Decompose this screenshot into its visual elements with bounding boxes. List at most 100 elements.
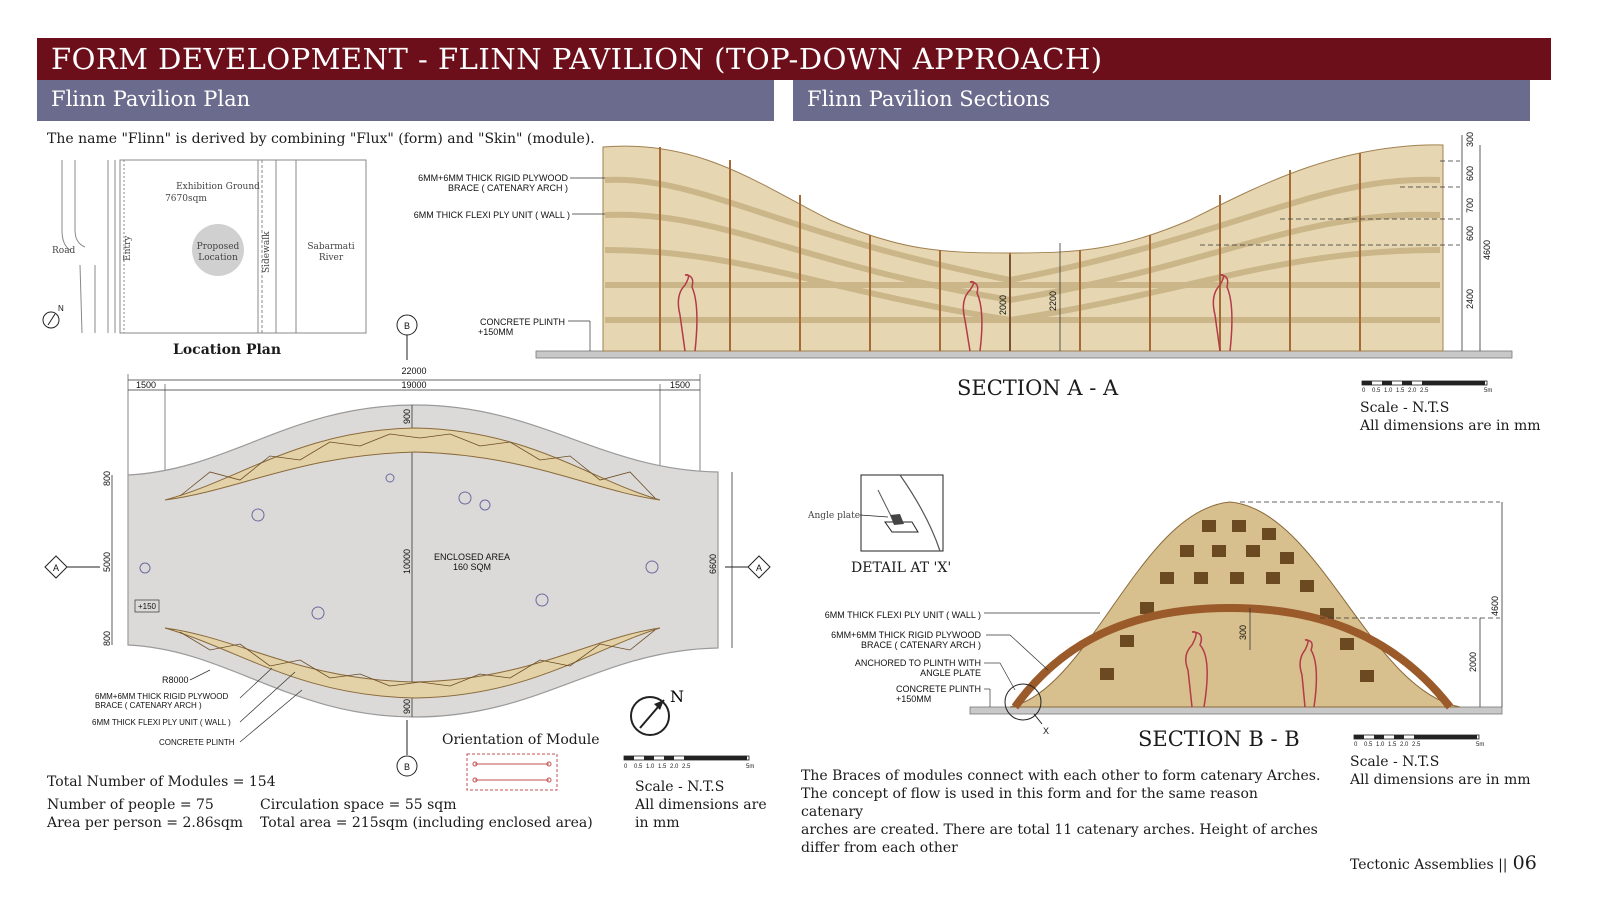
svg-text:0: 0 bbox=[1362, 388, 1366, 394]
plan-wall-label: 6MM THICK FLEXI PLY UNIT ( WALL ) bbox=[92, 718, 231, 727]
svg-text:1.5: 1.5 bbox=[1388, 742, 1397, 748]
section-aa-dimensions-note: All dimensions are in mm bbox=[1360, 418, 1541, 434]
section-bb-drawing: X 300 4600 2000 6MM THICK FLEXI PLY UNIT… bbox=[825, 501, 1503, 736]
section-bb-dim-4600: 4600 bbox=[1490, 596, 1500, 616]
section-aa-dim-2200: 2200 bbox=[1048, 291, 1058, 311]
dim-right: 1500 bbox=[670, 380, 690, 390]
exhibition-area-label: 7670sqm bbox=[165, 194, 207, 204]
plan-scale-note-2: All dimensions are bbox=[635, 797, 767, 813]
dim-10000: 10000 bbox=[402, 549, 412, 574]
svg-text:2.0: 2.0 bbox=[1408, 388, 1417, 394]
location-label: Location bbox=[198, 253, 238, 263]
section-bb-wall-label: 6MM THICK FLEXI PLY UNIT ( WALL ) bbox=[825, 610, 981, 620]
section-aa-brace-label-2: BRACE ( CATENARY ARCH ) bbox=[448, 183, 568, 193]
svg-text:2.0: 2.0 bbox=[1400, 742, 1409, 748]
level-label: +150 bbox=[138, 602, 157, 611]
module-orientation-icon bbox=[466, 753, 558, 791]
detail-x-drawing: Angle plate bbox=[807, 474, 944, 552]
plan-heading: Flinn Pavilion Plan bbox=[51, 87, 251, 111]
section-bb-plinth-level: +150MM bbox=[896, 694, 931, 704]
dim-left: 1500 bbox=[136, 380, 156, 390]
north-arrow-large-icon: N bbox=[630, 687, 684, 736]
stat-modules: Total Number of Modules = 154 bbox=[47, 774, 276, 790]
page-number: 06 bbox=[1512, 852, 1537, 874]
section-bb-scale-note: Scale - N.T.S bbox=[1350, 754, 1440, 770]
section-aa-brace-label-1: 6MM+6MM THICK RIGID PLYWOOD bbox=[418, 173, 568, 183]
page-title-bar: FORM DEVELOPMENT - FLINN PAVILION (TOP-D… bbox=[37, 38, 1551, 80]
orientation-caption: Orientation of Module bbox=[442, 732, 600, 748]
plan-scale-bar: 0 0.5 1.0 1.5 2.0 2.5 5m bbox=[623, 755, 754, 770]
human-figure-icons bbox=[677, 273, 1233, 352]
section-bb-title: SECTION B - B bbox=[1138, 727, 1300, 751]
wall-module-pattern bbox=[1100, 520, 1374, 682]
section-aa-dim-2000: 2000 bbox=[998, 295, 1008, 315]
footer-label: Tectonic Assemblies || bbox=[1350, 857, 1508, 873]
plan-scale-note-3: in mm bbox=[635, 815, 680, 831]
description-line: The Braces of modules connect with each … bbox=[801, 768, 1321, 784]
section-bb-brace-label-2: BRACE ( CATENARY ARCH ) bbox=[861, 640, 981, 650]
proposed-label: Proposed bbox=[197, 242, 240, 252]
section-aa-dim-600b: 600 bbox=[1465, 226, 1475, 241]
section-bb-anchor-label-2: ANGLE PLATE bbox=[920, 668, 981, 678]
location-plan: Exhibition Ground 7670sqm Proposed Locat… bbox=[42, 159, 367, 334]
svg-text:5m: 5m bbox=[1476, 742, 1484, 748]
svg-text:1.5: 1.5 bbox=[658, 764, 667, 770]
section-aa-plinth-label: CONCRETE PLINTH bbox=[480, 317, 565, 327]
dim-900-top: 900 bbox=[402, 409, 412, 424]
section-bb-dim-300: 300 bbox=[1238, 625, 1248, 640]
svg-text:2.5: 2.5 bbox=[1412, 742, 1421, 748]
section-aa-dim-700: 700 bbox=[1465, 198, 1475, 213]
stat-circulation: Circulation space = 55 sqm bbox=[260, 797, 457, 813]
river-label: Sabarmati bbox=[307, 242, 354, 252]
stat-total-area: Total area = 215sqm (including enclosed … bbox=[260, 815, 593, 831]
river-label-2: River bbox=[319, 253, 344, 263]
plan-scale-note: Scale - N.T.S bbox=[635, 779, 725, 795]
visitor-icons bbox=[139, 473, 659, 620]
radius-label: R8000 bbox=[162, 675, 189, 685]
dim-total: 22000 bbox=[401, 366, 426, 376]
detail-x-title: DETAIL AT 'X' bbox=[851, 560, 952, 576]
sections-heading: Flinn Pavilion Sections bbox=[807, 87, 1050, 111]
dim-5000: 5000 bbox=[102, 552, 112, 572]
section-a-marker-left: A bbox=[44, 555, 100, 579]
plan-drawing: 22000 1500 19000 1500 800 5000 800 900 1… bbox=[44, 366, 771, 777]
section-aa-scale-bar: 0 0.5 1.0 1.5 2.0 2.5 5m bbox=[1361, 380, 1492, 394]
human-figure-icons-bb bbox=[1185, 631, 1318, 708]
svg-text:1.0: 1.0 bbox=[1376, 742, 1385, 748]
plan-brace-label-1: 6MM+6MM THICK RIGID PLYWOOD bbox=[95, 692, 228, 701]
svg-text:B: B bbox=[404, 321, 410, 331]
section-aa-dim-2400: 2400 bbox=[1465, 289, 1475, 309]
svg-text:2.5: 2.5 bbox=[682, 764, 691, 770]
enclosed-area-label: ENCLOSED AREA bbox=[434, 552, 510, 562]
svg-text:1.5: 1.5 bbox=[1396, 388, 1405, 394]
section-aa-wall-label: 6MM THICK FLEXI PLY UNIT ( WALL ) bbox=[414, 210, 570, 220]
svg-text:0: 0 bbox=[624, 764, 628, 770]
svg-text:2.5: 2.5 bbox=[1420, 388, 1429, 394]
section-aa-plinth-level: +150MM bbox=[478, 327, 513, 337]
dim-800-top: 800 bbox=[102, 471, 112, 486]
svg-text:2.0: 2.0 bbox=[670, 764, 679, 770]
svg-text:5m: 5m bbox=[746, 764, 754, 770]
svg-text:0.5: 0.5 bbox=[634, 764, 643, 770]
section-bb-scale-bar: 0 0.5 1.0 1.5 2.0 2.5 5m bbox=[1353, 734, 1484, 748]
stat-people: Number of people = 75 bbox=[47, 797, 214, 813]
section-bb-dimensions-note: All dimensions are in mm bbox=[1350, 772, 1531, 788]
section-bb-anchor-label-1: ANCHORED TO PLINTH WITH bbox=[855, 658, 981, 668]
entry-label: Entry bbox=[123, 235, 133, 261]
footer: Tectonic Assemblies || 06 bbox=[1350, 852, 1537, 874]
section-aa-dim-600: 600 bbox=[1465, 166, 1475, 181]
section-aa-drawing: 2000 2200 300 600 700 600 2400 4600 6MM+… bbox=[414, 132, 1513, 359]
plan-brace-label-2: BRACE ( CATENARY ARCH ) bbox=[95, 701, 202, 710]
section-bb-marker-x: X bbox=[1043, 726, 1049, 736]
section-bb-plinth-label: CONCRETE PLINTH bbox=[896, 684, 981, 694]
svg-text:1.0: 1.0 bbox=[1384, 388, 1393, 394]
svg-text:B: B bbox=[404, 762, 410, 772]
dim-6600: 6600 bbox=[708, 554, 718, 574]
svg-text:N: N bbox=[58, 304, 64, 313]
plan-heading-bar: Flinn Pavilion Plan bbox=[37, 80, 774, 121]
plan-plinth-label: CONCRETE PLINTH bbox=[159, 738, 235, 747]
north-arrow-icon: N bbox=[42, 304, 64, 329]
section-aa-dim-4600: 4600 bbox=[1482, 240, 1492, 260]
description-line: The concept of flow is used in this form… bbox=[801, 786, 1258, 820]
section-bb-dim-2000: 2000 bbox=[1468, 652, 1478, 672]
